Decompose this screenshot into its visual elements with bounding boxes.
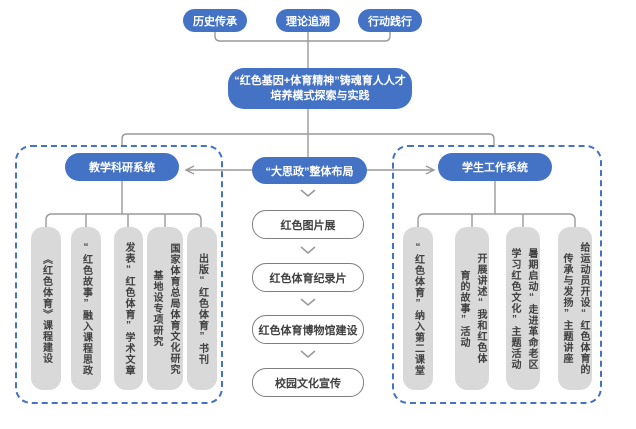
vbox-column: 育的故事”活动 xyxy=(458,269,469,348)
top-pill-history: 历史传承 xyxy=(183,9,247,32)
right-item-theme-lecture: 给运动员开设“红色体育的 传承与发扬”主题讲座 xyxy=(558,227,592,390)
top-pill-theory: 理论追溯 xyxy=(276,9,340,32)
vbox-column: 基地设专项研究 xyxy=(151,270,162,347)
left-item-academic-articles: 发表“红色体育”学术文章 xyxy=(114,227,143,390)
left-item-course-building: 《红色体育》课程建设 xyxy=(31,227,61,390)
hub-pill-overall-layout: “大思政”整体布局 xyxy=(252,157,367,184)
vbox-column: 传承与发扬”主题讲座 xyxy=(561,253,572,364)
right-item-second-classroom: “红色体育”纳入第二课堂 xyxy=(403,227,433,390)
top-bracket-connector xyxy=(214,32,391,42)
main-title-box: “红色基因+体育精神”铸魂育人人才 培养模式探索与实践 xyxy=(228,68,412,109)
vbox-column: 给运动员开设“红色体育的 xyxy=(578,242,589,375)
main-title-line1: “红色基因+体育精神”铸魂育人人才 xyxy=(234,74,406,87)
vbox-column: “红色体育”纳入第二课堂 xyxy=(412,241,424,376)
left-panel-teaching-research xyxy=(15,145,223,404)
vbox-column: “红色故事”融入课程思政 xyxy=(80,241,92,376)
vbox-column: 《红色体育》课程建设 xyxy=(40,253,52,364)
right-item-summer-theme-activity: 暑期启动“走进革命老区 学习红色文化”主题活动 xyxy=(506,227,540,390)
left-panel-header: 教学科研系统 xyxy=(65,153,179,181)
chevron-down-icon xyxy=(300,298,316,307)
main-title-line2: 培养模式探索与实践 xyxy=(270,89,370,102)
flow-item-campus-culture: 校园文化宣传 xyxy=(252,368,364,397)
flow-item-documentary: 红色体育纪录片 xyxy=(252,263,364,292)
flow-item-museum: 红色体育博物馆建设 xyxy=(252,315,364,344)
right-panel-student-work xyxy=(392,145,602,404)
vbox-column: 开展讲述“我和红色体 xyxy=(475,253,486,364)
right-panel-header: 学生工作系统 xyxy=(438,153,552,181)
vbox-column: 暑期启动“走进革命老区 xyxy=(526,247,537,370)
chevron-down-icon xyxy=(300,246,316,255)
vbox-column: 学习红色文化”主题活动 xyxy=(509,247,520,370)
chevron-down-icon xyxy=(300,189,316,198)
vbox-column: 发表“红色体育”学术文章 xyxy=(123,241,134,376)
flow-item-picture-exhibition: 红色图片展 xyxy=(252,210,364,239)
left-item-publish-books: 出版“红色体育”书刊 xyxy=(187,227,217,390)
left-item-red-stories: “红色故事”融入课程思政 xyxy=(71,227,101,390)
left-item-special-research: 国家体育总局体育文化研究 基地设专项研究 xyxy=(147,227,183,390)
chevron-down-icon xyxy=(300,350,316,359)
vbox-column: 出版“红色体育”书刊 xyxy=(196,252,208,365)
top-pill-action: 行动践行 xyxy=(358,9,422,32)
right-item-story-activity: 开展讲述“我和红色体 育的故事”活动 xyxy=(455,227,489,390)
vbox-column: 国家体育总局体育文化研究 xyxy=(168,242,179,375)
